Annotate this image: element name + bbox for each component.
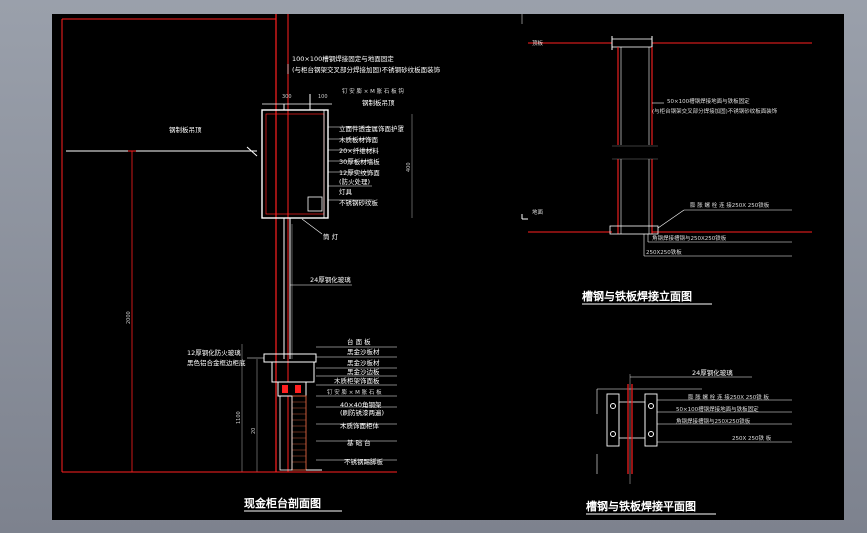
cad-drawing-canvas[interactable]: 100×100槽钢焊接固定与地面固定 (与柜台钢架交叉部分焊接加固)不锈钢砂纹板… [52,14,844,520]
left-section-notes: 100×100槽钢焊接固定与地面固定 (与柜台钢架交叉部分焊接加固)不锈钢砂纹板… [126,54,441,512]
elev-callout-1: 50×100槽钢焊接地面与铁板固定 [667,97,750,105]
note-l7: 不锈钢砂纹板 [339,198,379,207]
note-c5: 木质柜架饰面板 [334,376,380,385]
elev-label-floor: 地面 [532,208,544,216]
left-section-drawing [61,14,413,473]
note-l3: 20×纤维材料 [339,146,379,155]
plan-drawing: 24厚钢化玻璃 膨 胀 螺 栓 连 接250X 250铁 板 50×100槽钢焊… [586,368,792,515]
note-side2: 黑色铝合金框边柜底 [187,358,246,367]
note-glass: 24厚钢化玻璃 [310,275,351,284]
note-c4: 黑金沙边板 [347,367,380,376]
elev-label-r1: 膨 胀 螺 栓 连 接250X 250铁板 [690,201,770,209]
elev-drawing-title: 槽钢与铁板焊接立面图 [582,289,692,303]
elev-label-top: 顶板 [532,39,544,47]
elev-label-r3: 250X250铁板 [646,248,682,256]
note-side1: 12厚钢化防火玻璃 [187,348,241,357]
plan-label-r2: 50×100槽钢焊接地面与铁板固定 [676,405,759,413]
note-l1: 立面件透金属饰面护罩 [339,124,405,133]
note-c7b: (刷防锈漆两遍) [340,408,384,417]
note-c3: 黑金沙板材 [347,358,380,367]
plan-label-glass: 24厚钢化玻璃 [692,368,733,377]
cad-drawing: 100×100槽钢焊接固定与地面固定 (与柜台钢架交叉部分焊接加固)不锈钢砂纹板… [61,14,812,515]
dim-20: 20 [251,428,257,434]
left-drawing-title: 现金柜台剖面图 [244,496,321,510]
plan-label-r3: 角钢焊接槽钢与250X250铁板 [676,417,751,425]
note-top-callout-2: (与柜台钢架交叉部分焊接加固)不锈钢砂纹板面装饰 [292,65,441,74]
dim-400: 400 [406,162,412,172]
note-c6: 钉 安 膨 × M 胀 石 板 [327,388,382,396]
plan-label-r4: 250X 250铁 板 [732,434,772,442]
note-anchor-bolt: 钉 安 膨 × M 胀 石 板 钩 [342,87,404,95]
note-l4: 30厚板材墙板 [339,157,380,166]
note-c8: 木质饰面柜体 [340,421,380,430]
elev-callout-2: (与柜台钢架交叉部分焊接加固)不锈钢砂纹板面装饰 [652,107,778,115]
plan-drawing-title: 槽钢与铁板焊接平面图 [586,499,696,513]
note-l5b: (防火处理) [339,177,370,186]
elevation-drawing: 顶板 50×100槽钢焊接地面与铁板固定 (与柜台钢架交叉部分焊接加固)不锈钢砂… [521,14,812,305]
elev-label-r2: 角钢焊接槽钢与250X250铁板 [652,234,727,242]
note-c10: 不锈钢踢脚板 [344,457,384,466]
note-top-callout-1: 100×100槽钢焊接固定与地面固定 [292,54,394,63]
note-ceiling-right: 钢制板吊顶 [362,98,395,107]
note-l8: 筒 灯 [323,232,339,241]
note-ceiling-left: 钢制板吊顶 [169,125,202,134]
dim-1100: 1100 [236,411,242,424]
note-c2: 黑金沙板材 [347,347,380,356]
note-l6: 灯具 [339,187,353,196]
dim-300: 300 [282,94,292,100]
plan-label-r1: 膨 胀 螺 栓 连 接250X 250铁 板 [688,393,770,401]
note-l2: 木质板材饰面 [339,135,379,144]
dim-2000: 2000 [126,311,132,324]
note-c1: 台 面 板 [347,337,371,346]
note-c7a: 40×40角钢架 [340,400,382,409]
note-l5a: 12厚实纹饰面 [339,168,380,177]
dim-100: 100 [318,94,328,100]
note-c9: 基 础 台 [347,438,371,447]
